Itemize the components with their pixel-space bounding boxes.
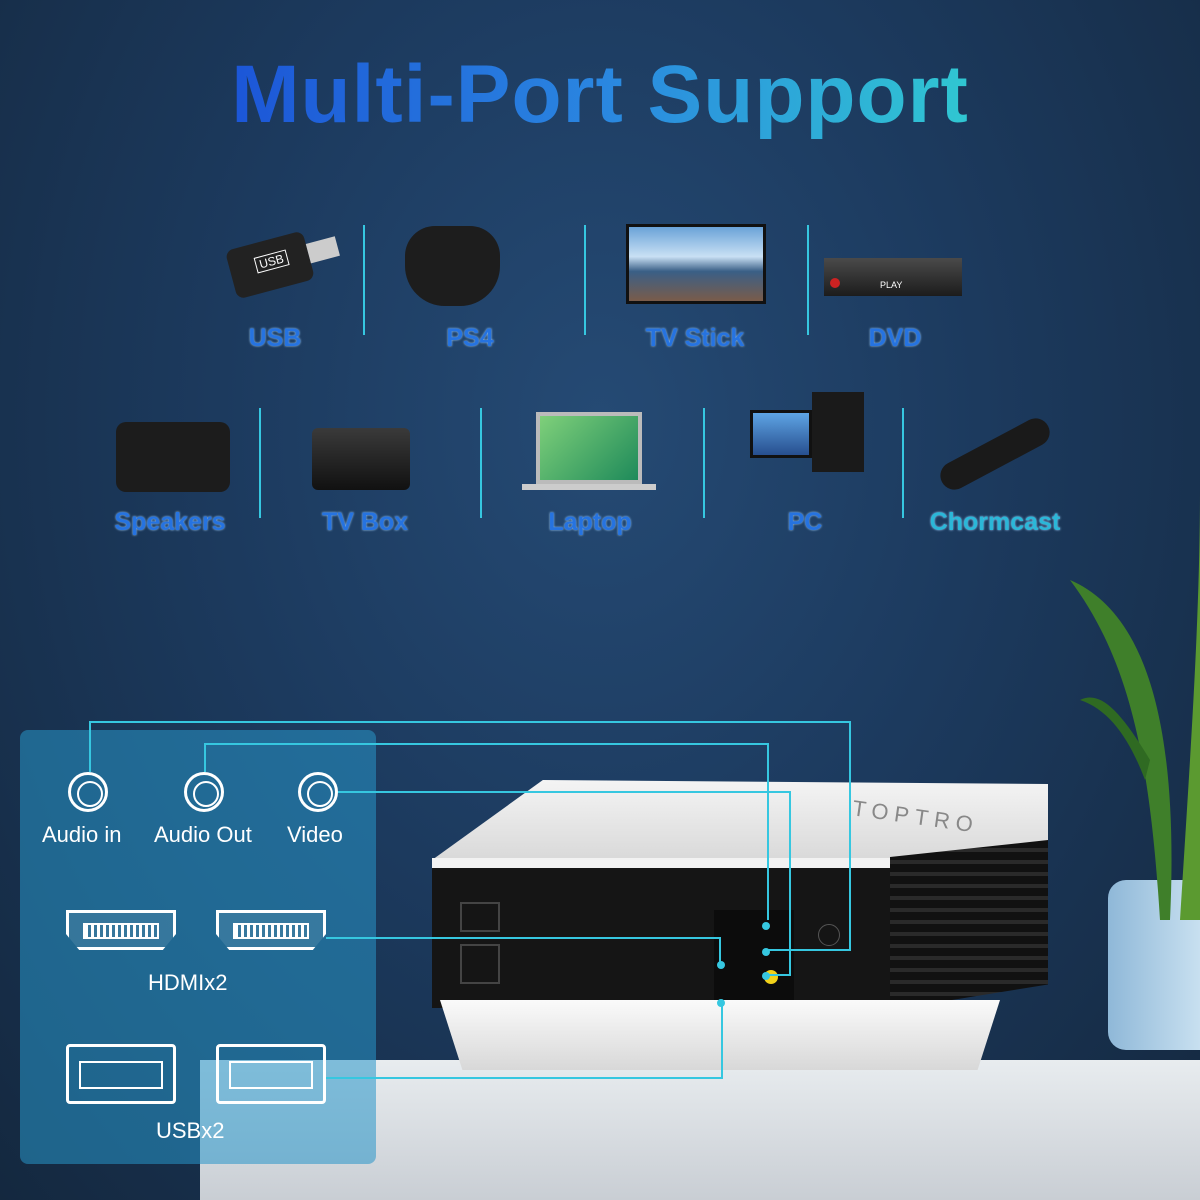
plant-leaves-icon xyxy=(1070,490,1200,920)
laptop-base xyxy=(522,484,656,490)
projector-base xyxy=(440,1000,1000,1070)
audio-in-label: Audio in xyxy=(42,822,122,847)
video-jack-icon xyxy=(298,772,338,812)
projector-top: TOPTRO xyxy=(432,780,1048,860)
device-tv-stick: TV Stick xyxy=(610,220,780,360)
device-chromecast: Chormcast xyxy=(915,410,1075,540)
dvd-player-icon: PLAY xyxy=(824,258,962,296)
gamepad-icon xyxy=(405,226,500,306)
pc-tower xyxy=(812,392,864,472)
divider xyxy=(584,225,586,335)
device-pc: PC xyxy=(740,390,870,540)
speaker-icon xyxy=(116,422,230,492)
dvd-display-text: PLAY xyxy=(880,280,903,290)
power-switch xyxy=(460,902,500,932)
device-label: PC xyxy=(787,508,823,536)
hdmi-label: HDMIx2 xyxy=(148,970,228,995)
device-laptop: Laptop xyxy=(510,410,670,540)
hdmi-port-icon xyxy=(66,910,176,950)
audio-out-jack-icon xyxy=(184,772,224,812)
usb-line xyxy=(326,1004,723,1079)
page-title: Multi-Port Support xyxy=(0,48,1200,142)
tv-box-icon xyxy=(312,428,410,490)
device-label: TV Box xyxy=(321,508,409,536)
ir-sensor xyxy=(818,924,840,946)
video-label: Video xyxy=(287,822,343,847)
device-label: Chormcast xyxy=(929,508,1061,536)
device-label: TV Stick xyxy=(645,324,745,352)
projector-back-panel xyxy=(432,858,892,1030)
divider xyxy=(902,408,904,518)
divider xyxy=(259,408,261,518)
device-label: PS4 xyxy=(446,324,494,352)
divider xyxy=(703,408,705,518)
usb-label: USBx2 xyxy=(156,1118,225,1143)
hdmi-port-icon xyxy=(216,910,326,950)
tv-icon xyxy=(626,224,766,304)
divider xyxy=(363,225,365,335)
video-line xyxy=(338,791,791,976)
usb-port-icon xyxy=(216,1044,326,1104)
power-socket xyxy=(460,944,500,984)
device-dvd: PLAY DVD xyxy=(820,220,970,360)
device-label: DVD xyxy=(868,324,922,352)
device-tv-box: TV Box xyxy=(300,410,430,540)
device-label: Laptop xyxy=(548,508,632,536)
audio-in-jack-icon xyxy=(68,772,108,812)
divider xyxy=(480,408,482,518)
device-usb: USB USB xyxy=(200,220,350,360)
audio-out-label: Audio Out xyxy=(154,822,252,847)
device-speakers: Speakers xyxy=(100,410,240,540)
device-ps4: PS4 xyxy=(390,220,550,360)
pc-icon xyxy=(750,410,812,458)
device-label: Speakers xyxy=(114,508,226,536)
audio-in-line xyxy=(89,721,851,951)
laptop-icon xyxy=(536,412,642,484)
audio-out-line xyxy=(204,743,769,920)
projector-vent xyxy=(890,840,1048,1010)
hdmi-line xyxy=(326,937,721,963)
ports-panel: Audio in Audio Out Video HDMIx2 USBx2 xyxy=(20,730,376,1164)
divider xyxy=(807,225,809,335)
device-label: USB xyxy=(248,324,302,352)
usb-port-icon xyxy=(66,1044,176,1104)
